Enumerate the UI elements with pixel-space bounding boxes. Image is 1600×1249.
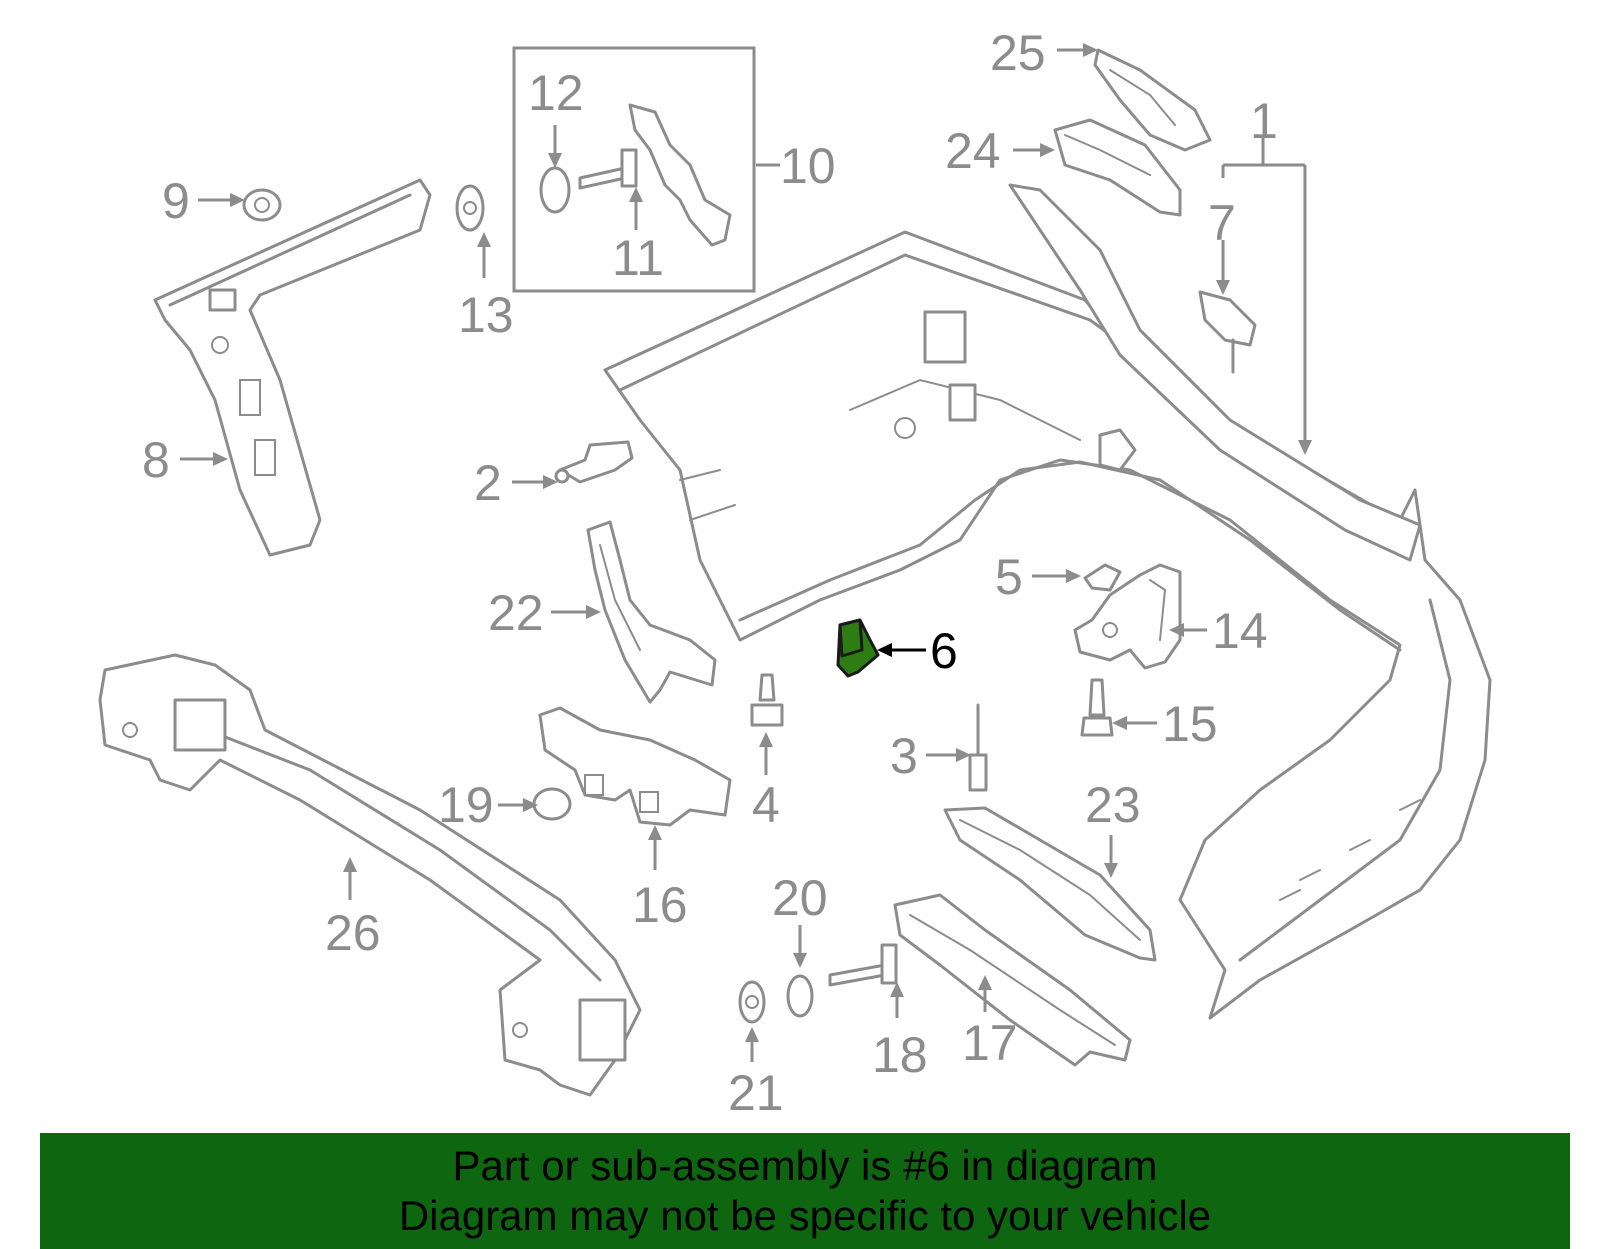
callout-20: 20 (772, 870, 828, 926)
part-8-side-bracket[interactable] (153, 178, 432, 557)
bumper-upper-strip (1008, 183, 1422, 562)
callout-9: 9 (162, 173, 190, 229)
callout-25: 25 (990, 25, 1046, 81)
callout-21: 21 (728, 1065, 784, 1121)
callout-3: 3 (890, 728, 918, 784)
callout-14: 14 (1212, 603, 1268, 659)
callout-10: 10 (780, 138, 836, 194)
part-17-absorber-strip[interactable] (893, 893, 1132, 1067)
banner-line-part: Part or sub-assembly is #6 in diagram (452, 1142, 1158, 1189)
part-7-sensor-bracket[interactable] (1198, 290, 1257, 374)
callout-19: 19 (438, 777, 494, 833)
callout-18: 18 (872, 1027, 928, 1083)
part-15-bolt[interactable] (1080, 678, 1114, 737)
callout-1: 1 (1250, 93, 1278, 149)
part-18-bolt[interactable] (828, 943, 898, 987)
callout-11: 11 (612, 230, 664, 286)
part-10-guide-bracket[interactable] (628, 103, 732, 247)
callout-22: 22 (488, 585, 544, 641)
part-19-washer[interactable] (532, 787, 572, 821)
part-3-pin[interactable] (968, 703, 988, 792)
part-2-clip[interactable] (554, 440, 634, 484)
part-9-nut[interactable] (242, 188, 282, 222)
part-23-absorber-strip[interactable] (943, 806, 1157, 962)
part-16-bracket[interactable] (538, 706, 732, 827)
callout-23: 23 (1085, 777, 1141, 833)
callout-24: 24 (945, 123, 1001, 179)
part-12-washer[interactable] (539, 166, 571, 214)
callout-8: 8 (142, 432, 170, 488)
callout-labels: 1 2 3 4 5 6 7 8 9 10 11 12 13 14 15 16 1… (142, 25, 1278, 1121)
part-25-reflector-cover[interactable] (1093, 48, 1212, 152)
callout-5: 5 (995, 549, 1023, 605)
part-26-reinforcement-bar[interactable] (98, 653, 642, 1097)
leader-6-highlight (877, 643, 926, 657)
part-22-bracket[interactable] (586, 520, 717, 704)
callout-7: 7 (1208, 195, 1236, 251)
callout-2: 2 (474, 455, 502, 511)
callout-16: 16 (632, 877, 688, 933)
part-5-clip-nut[interactable] (1083, 563, 1122, 592)
part-4-bolt[interactable] (750, 673, 784, 727)
callout-4: 4 (752, 777, 780, 833)
callout-26: 26 (325, 905, 381, 961)
callout-17: 17 (962, 1015, 1018, 1071)
leader-lines (180, 43, 1312, 1062)
part-21-flange-nut[interactable] (738, 980, 766, 1024)
banner-line-disclaimer: Diagram may not be specific to your vehi… (398, 1192, 1212, 1239)
callout-15: 15 (1162, 696, 1218, 752)
part-11-bolt[interactable] (578, 148, 638, 190)
part-14-mount-bracket[interactable] (1073, 563, 1182, 670)
info-banner: Part or sub-assembly is #6 in diagram Di… (40, 1133, 1570, 1249)
part-6-bracket[interactable] (836, 618, 880, 678)
callout-6: 6 (930, 623, 958, 679)
callout-13: 13 (458, 287, 514, 343)
callout-12: 12 (528, 65, 584, 121)
part-20-washer[interactable] (786, 974, 814, 1018)
part-13-flange-nut[interactable] (455, 184, 485, 232)
